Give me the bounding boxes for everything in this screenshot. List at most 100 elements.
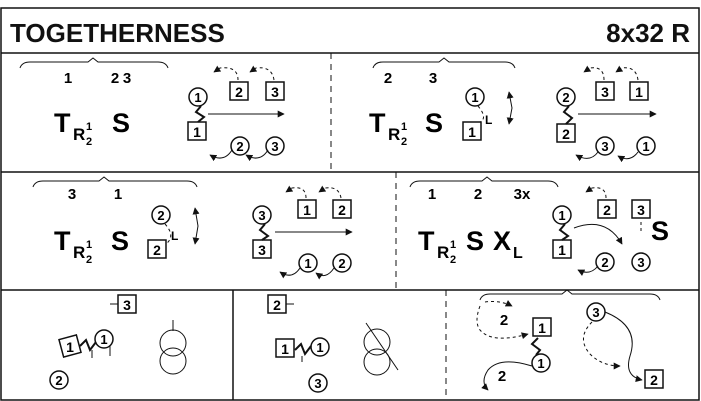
woman-number: 1 — [537, 356, 544, 371]
step-symbol: S — [466, 226, 484, 256]
woman-circle — [230, 136, 250, 156]
movement-paths — [286, 303, 399, 376]
step-symbol: T — [54, 226, 71, 256]
man-number: 2 — [235, 84, 243, 100]
man-number: 1 — [193, 124, 201, 140]
man-number: 3 — [637, 202, 645, 218]
man-number: 1 — [635, 84, 643, 100]
woman-number: 2 — [157, 208, 164, 223]
bar-bracket — [372, 57, 516, 69]
woman-circle — [308, 373, 328, 393]
step-symbol: S — [651, 216, 669, 246]
cell-7: 1 2 3 1 2 2 — [476, 289, 664, 391]
woman-number: 1 — [304, 256, 311, 271]
turn-direction: L — [485, 113, 492, 127]
bar-bracket — [409, 176, 559, 188]
man-number: 3 — [601, 84, 609, 100]
step-fraction-top: 1 — [450, 239, 456, 251]
step-subscript: R — [388, 125, 400, 144]
step-fraction-bottom: 2 — [86, 136, 92, 148]
woman-circle — [595, 136, 615, 156]
woman-number: 2 — [601, 255, 608, 270]
man-square — [297, 199, 317, 219]
man-square — [631, 199, 651, 219]
man-number: 1 — [303, 202, 311, 218]
cell-3: 3 1 T R 1 2 S 2 2 L 3 1 2 3 1 2 — [32, 176, 353, 280]
bar-bracket — [32, 176, 198, 188]
step-fraction-bottom: 2 — [401, 136, 407, 148]
man-square — [147, 239, 167, 259]
grid-lines — [0, 7, 700, 401]
step-fraction-bottom: 2 — [450, 254, 456, 266]
cell-1: 1 2 3 T R 1 2 S 2 3 1 1 2 3 — [19, 57, 285, 162]
woman-circle — [552, 205, 572, 225]
dashed-dividers — [330, 53, 447, 400]
bar-number: 1 — [114, 186, 122, 203]
woman-number: 1 — [471, 90, 478, 105]
movement-paths — [477, 65, 657, 163]
woman-circle — [94, 329, 114, 349]
bar-number: 1 — [64, 70, 72, 87]
cell-2: 2 3 T R 1 2 S 1 1 L 2 3 1 2 3 1 — [369, 57, 657, 163]
woman-number: 2 — [338, 256, 345, 271]
movement-paths — [194, 65, 285, 162]
woman-circle — [188, 87, 208, 107]
step-symbol: T — [54, 108, 71, 138]
step-subscript: R — [437, 243, 449, 262]
man-number: 1 — [66, 339, 74, 355]
movement-paths — [476, 300, 643, 391]
step-fraction-top: 1 — [86, 239, 92, 251]
man-number: 1 — [281, 341, 289, 357]
man-number: 2 — [338, 202, 346, 218]
woman-circle — [595, 252, 615, 272]
woman-number: 2 — [562, 90, 569, 105]
woman-circle — [636, 136, 656, 156]
turn-direction: L — [171, 229, 178, 243]
step-subscript: R — [73, 243, 85, 262]
bar-number: 2 — [111, 70, 119, 87]
woman-circle — [556, 87, 576, 107]
man-number: 1 — [468, 124, 476, 140]
woman-circle — [332, 253, 352, 273]
step-symbol: T — [369, 108, 386, 138]
man-number: 3 — [123, 297, 131, 313]
dance-type: 8x32 R — [606, 18, 690, 48]
bar-number: 3 — [68, 186, 76, 203]
man-number: 2 — [603, 202, 611, 218]
woman-number: 2 — [55, 373, 62, 388]
bar-bracket — [19, 57, 169, 69]
step-subscript: R — [73, 125, 85, 144]
woman-number: 1 — [316, 340, 323, 355]
woman-circle — [298, 253, 318, 273]
step-symbol: S — [111, 226, 129, 256]
man-square — [58, 334, 82, 358]
woman-number: 3 — [637, 255, 644, 270]
man-number: 2 — [562, 126, 570, 142]
man-square — [462, 121, 482, 141]
movement-paths — [558, 185, 642, 276]
cell-6: 2 1 1 3 — [267, 294, 399, 393]
man-square — [332, 199, 352, 219]
step-symbol: S — [112, 108, 130, 138]
man-square — [187, 121, 207, 141]
bar-number: 3x — [514, 186, 531, 203]
man-square — [644, 369, 664, 389]
bar-number: 3 — [123, 70, 131, 87]
man-square — [229, 81, 249, 101]
movement-paths — [79, 303, 187, 375]
man-square — [265, 81, 285, 101]
step-fraction-top: 1 — [401, 121, 407, 133]
step-fraction-bottom: 2 — [86, 254, 92, 266]
bar-number: 1 — [428, 186, 436, 203]
man-number: 2 — [273, 297, 281, 313]
woman-number: 1 — [642, 139, 649, 154]
bar-number: 2 — [498, 368, 506, 385]
woman-number: 1 — [558, 208, 565, 223]
step-symbol: T — [418, 226, 435, 256]
step-symbol: X — [493, 226, 511, 256]
dance-title: TOGETHERNESS — [10, 18, 225, 48]
woman-number: 1 — [194, 90, 201, 105]
bar-number: 2 — [384, 70, 392, 87]
man-number: 1 — [538, 320, 546, 336]
